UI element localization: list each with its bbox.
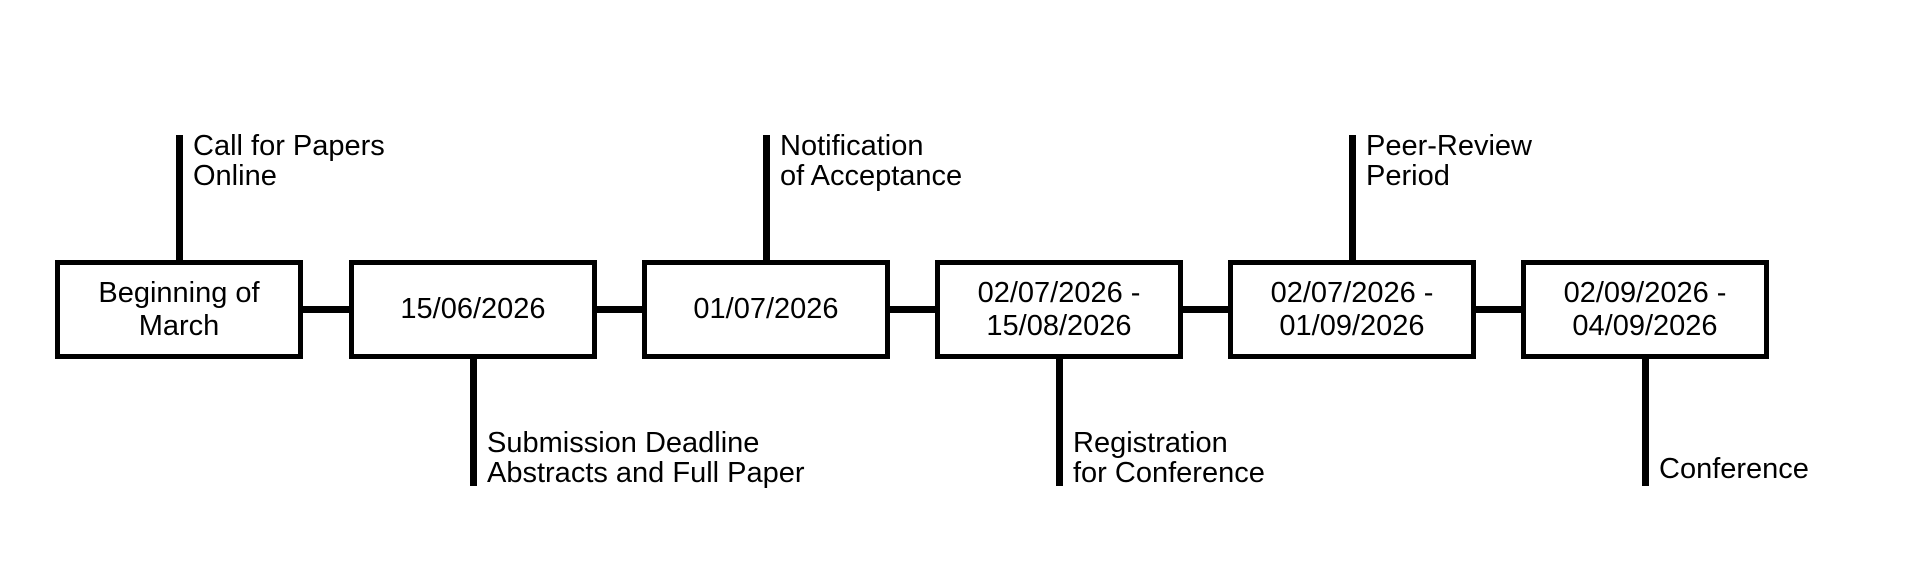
event-label: Conference	[1659, 453, 1809, 485]
connector-vertical-line	[176, 135, 183, 260]
connector-vertical-line	[763, 135, 770, 260]
connector-horizontal-line	[303, 306, 349, 313]
event-date: Beginning of March	[98, 276, 260, 342]
event-date: 02/09/2026 - 04/09/2026	[1563, 276, 1727, 342]
connector-horizontal-line	[890, 306, 935, 313]
event-label: Notification of Acceptance	[780, 130, 963, 192]
event-date: 02/07/2026 - 15/08/2026	[977, 276, 1141, 342]
event-label: Call for Papers Online	[193, 130, 385, 192]
event-date: 02/07/2026 - 01/09/2026	[1270, 276, 1434, 342]
event-label: Peer-Review Period	[1366, 130, 1532, 192]
event-box: 02/07/2026 - 15/08/2026	[935, 260, 1183, 359]
connector-horizontal-line	[1476, 306, 1521, 313]
connector-horizontal-line	[1183, 306, 1228, 313]
connector-vertical-line	[1349, 135, 1356, 260]
event-box: 15/06/2026	[349, 260, 597, 359]
event-box: 01/07/2026	[642, 260, 890, 359]
event-label: Registration for Conference	[1073, 427, 1265, 489]
event-box: Beginning of March	[55, 260, 303, 359]
connector-horizontal-line	[597, 306, 642, 313]
event-label: Submission Deadline Abstracts and Full P…	[487, 427, 805, 489]
connector-vertical-line	[1056, 359, 1063, 486]
event-date: 15/06/2026	[400, 293, 546, 325]
event-box: 02/09/2026 - 04/09/2026	[1521, 260, 1769, 359]
event-date: 01/07/2026	[693, 293, 839, 325]
connector-vertical-line	[1642, 359, 1649, 486]
connector-vertical-line	[470, 359, 477, 486]
event-box: 02/07/2026 - 01/09/2026	[1228, 260, 1476, 359]
